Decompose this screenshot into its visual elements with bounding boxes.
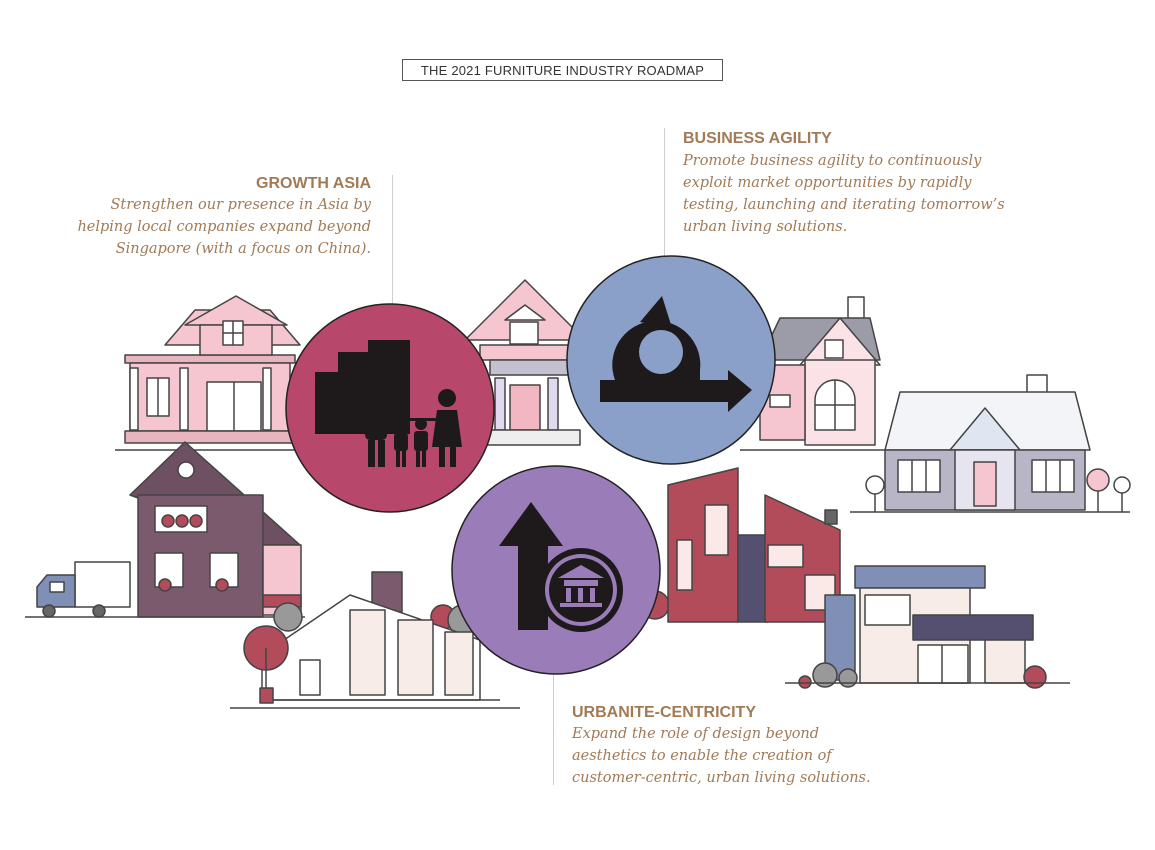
growth-asia-connector: [392, 175, 393, 305]
urbanite-centricity-line: Expand the role of design beyond: [572, 726, 820, 742]
growth-asia-heading: GROWTH ASIA: [256, 175, 371, 192]
pink-gable-house: [464, 279, 586, 446]
business-agility-line: exploit market opportunities by rapidly: [683, 175, 972, 191]
business-agility-heading: BUSINESS AGILITY: [683, 130, 832, 147]
growth-asia-line: Strengthen our presence in Asia by: [110, 197, 371, 213]
business-agility-connector: [664, 128, 665, 258]
up-arrow-pagoda-icon: [499, 502, 623, 632]
urbanite-centricity-circle: [451, 465, 661, 675]
mauve-brick-house: [25, 441, 305, 618]
urbanite-centricity-line: customer-centric, urban living solutions…: [572, 770, 871, 786]
urbanite-centricity-connector: [553, 670, 554, 785]
agile-loop-arrow-icon: [600, 296, 752, 412]
business-agility-description: Promote business agility to continuously…: [683, 150, 1043, 238]
blue-modern-house: [785, 565, 1070, 689]
urbanite-centricity-description: Expand the role of design beyond aesthet…: [572, 723, 932, 789]
red-modern-building: [640, 467, 841, 623]
business-agility-line: testing, launching and iterating tomorro…: [683, 197, 1005, 213]
pink-tudor-house: [740, 296, 885, 451]
growth-asia-line: Singapore (with a focus on China).: [115, 241, 371, 257]
pink-colonial-house: [115, 295, 310, 451]
white-modern-house: [230, 571, 520, 709]
business-agility-line: Promote business agility to continuously: [683, 153, 982, 169]
growth-asia-line: helping local companies expand beyond: [77, 219, 371, 235]
city-family-icon: [315, 340, 462, 467]
delivery-truck: [36, 561, 131, 618]
business-agility-line: urban living solutions.: [683, 219, 848, 235]
growth-asia-description: Strengthen our presence in Asia by helpi…: [51, 194, 371, 260]
urbanite-centricity-heading: URBANITE-CENTRICITY: [572, 704, 756, 721]
roadmap-title: THE 2021 FURNITURE INDUSTRY ROADMAP: [402, 59, 723, 81]
business-agility-circle: [566, 255, 776, 465]
grey-cottage: [850, 374, 1131, 513]
growth-asia-circle: [285, 303, 495, 513]
urbanite-centricity-line: aesthetics to enable the creation of: [572, 748, 832, 764]
